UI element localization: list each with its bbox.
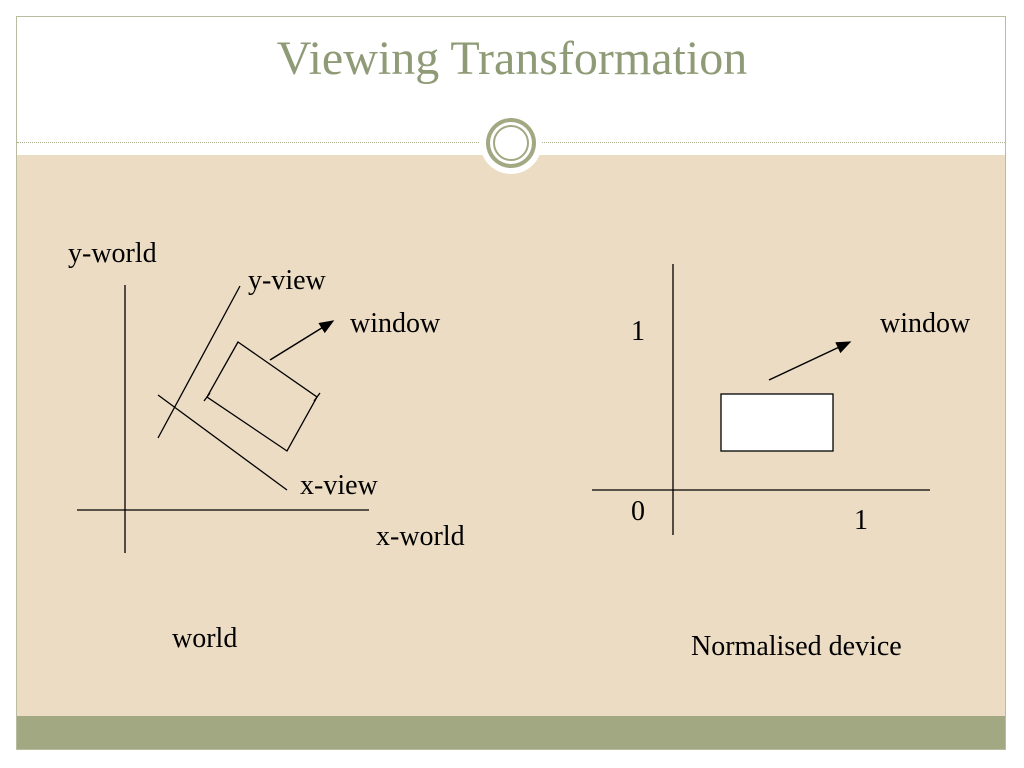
content-area bbox=[17, 155, 1005, 716]
circle-ornament-icon bbox=[480, 112, 542, 174]
device-origin-label: 0 bbox=[631, 496, 645, 527]
world-window-label: window bbox=[350, 308, 441, 339]
device-x-tick-label: 1 bbox=[854, 505, 868, 536]
device-window-rect bbox=[720, 393, 834, 452]
world-window-arrow bbox=[269, 320, 335, 361]
y-world-label: y-world bbox=[68, 238, 157, 269]
x-world-label: x-world bbox=[376, 521, 465, 552]
y-view-label: y-view bbox=[248, 265, 326, 296]
device-y-tick-label: 1 bbox=[631, 316, 645, 347]
y-view-axis bbox=[157, 285, 241, 439]
x-view-label: x-view bbox=[300, 470, 378, 501]
world-window-rect bbox=[206, 341, 318, 452]
device-window-arrow bbox=[768, 341, 852, 381]
world-caption: world bbox=[172, 623, 238, 654]
device-caption: Normalised device bbox=[691, 631, 902, 662]
window-tick-right bbox=[313, 392, 321, 402]
slide-title: Viewing Transformation bbox=[276, 32, 748, 85]
device-window-label: window bbox=[880, 308, 971, 339]
footer-bar bbox=[17, 716, 1005, 749]
window-tick-left bbox=[203, 392, 211, 402]
x-view-axis bbox=[157, 394, 288, 491]
